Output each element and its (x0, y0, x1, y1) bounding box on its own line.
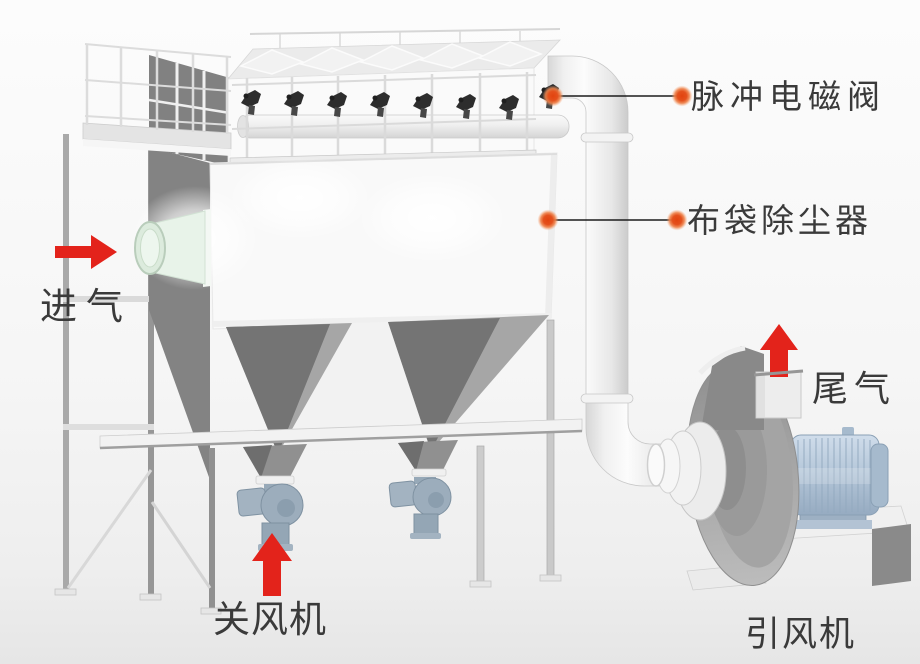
roof-pyramid-panels (238, 41, 544, 75)
pipe-flange (580, 132, 634, 143)
clean-air-plenum (227, 67, 570, 167)
callout-marker-dot (671, 85, 693, 107)
callout-marker-dot (542, 85, 564, 107)
hopper-right (388, 315, 549, 451)
rotary-valve-left (236, 483, 304, 551)
label-rotary-airlock: 关风机 (213, 598, 327, 641)
front-railing (231, 72, 537, 162)
fan-outlet-rim (753, 369, 804, 377)
support-frame-right (469, 319, 562, 588)
hopper-left (226, 323, 352, 454)
label-bag-filter: 布袋除尘器 (687, 201, 872, 240)
centrifugal-fan (686, 345, 802, 587)
exhaust-arrow-icon (760, 324, 798, 377)
fan-scroll-cutaway (701, 346, 764, 430)
walkway-railing-left (82, 43, 232, 156)
roof-and-back-railing (227, 28, 561, 80)
inlet-arrow-icon (55, 235, 117, 269)
discharge-right (388, 440, 458, 539)
rotary-valve-right (388, 477, 452, 539)
callout-pulse-valve (542, 85, 693, 107)
baghouse-body (209, 152, 558, 330)
inlet-duct (131, 186, 259, 290)
fan-motor (790, 427, 889, 529)
callout-bag-filter (537, 209, 688, 231)
label-exhaust-gas: 尾气 (812, 369, 897, 410)
pipe-flange (580, 393, 634, 404)
label-pulse-solenoid-valve: 脉冲电磁阀 (691, 77, 886, 116)
label-air-inlet: 进气 (40, 285, 132, 328)
discharge-left (236, 444, 307, 551)
label-induced-draft-fan: 引风机 (745, 615, 857, 655)
frame-front-beam (99, 418, 583, 450)
outlet-duct-pipe (539, 55, 634, 396)
fan-inlet-elbow (580, 393, 727, 521)
hopper-support-strut (150, 448, 222, 615)
dust-hoppers (213, 313, 552, 454)
callout-marker-dot (666, 209, 688, 231)
motor-cooling-fins (797, 438, 871, 513)
support-frame-left (54, 134, 162, 601)
rotary-valve-arrow-icon (252, 533, 292, 596)
callout-marker-dot (537, 209, 559, 231)
